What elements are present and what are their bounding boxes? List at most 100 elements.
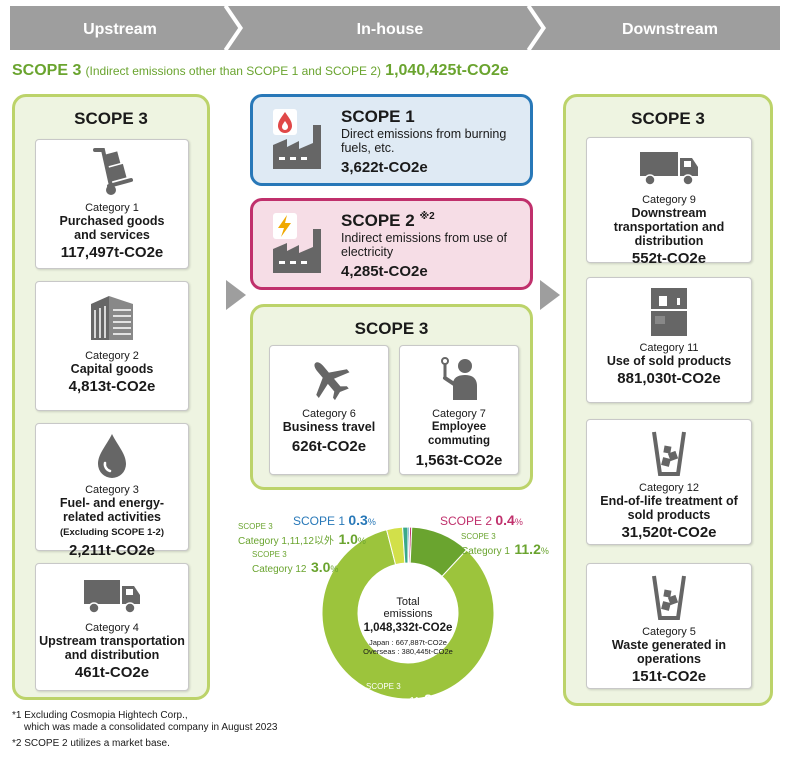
donut-overseas: Overseas : 380,445t-CO2e: [363, 647, 453, 656]
label-cat1-pre: SCOPE 3: [461, 532, 496, 541]
pct-suffix: %: [357, 536, 366, 546]
scope2-description: Indirect emissions from use of electrici…: [341, 231, 508, 259]
donut-japan: Japan : 667,887t-CO2e: [369, 638, 447, 647]
donut-center-total: 1,048,332t-CO2e: [363, 622, 453, 634]
waste-bin-icon: [652, 575, 686, 620]
category-value: 1,563t-CO2e: [415, 452, 503, 469]
category-value: 881,030t-CO2e: [617, 370, 721, 387]
category-7-card: Category 7 Employee commuting 1,563t-CO2…: [399, 345, 519, 475]
label-other-pct: 1.0: [338, 531, 358, 547]
scope3-label: SCOPE 3: [12, 62, 82, 79]
category-name: End-of-life treatment of sold products: [600, 494, 738, 522]
scope2-title: SCOPE 2 ※2: [341, 211, 435, 231]
commuter-icon: [441, 357, 477, 400]
value-chain-bar: Upstream In-house Downstream: [10, 6, 780, 50]
factory-flame-icon: [273, 109, 321, 169]
label-scope1: SCOPE 1 0.3%: [293, 512, 376, 528]
factory-lightning-icon: [273, 213, 321, 273]
category-name: Capital goods: [70, 362, 154, 376]
truck-icon: [640, 152, 698, 186]
category-3-card: Category 3 Fuel- and energy-related acti…: [35, 423, 189, 559]
pct-suffix: %: [540, 546, 549, 556]
hand-truck-icon: [93, 148, 133, 195]
category-name: Fuel- and energy-related activities (Exc…: [36, 496, 188, 540]
footnote-1: *1 Excluding Cosmopia Hightech Corp.,: [12, 710, 188, 721]
category-value: 4,813t-CO2e: [68, 378, 156, 395]
category-value: 151t-CO2e: [631, 668, 707, 685]
scope1-description: Direct emissions from burning fuels, etc…: [341, 127, 507, 155]
building-icon: [91, 296, 133, 340]
label-cat12: SCOPE 3 Category 12 3.0%: [252, 550, 338, 577]
category-label: Category 1: [85, 202, 139, 214]
label-other: SCOPE 3 Category 1,11,12以外 1.0%: [238, 522, 366, 549]
downstream-title: SCOPE 3: [631, 109, 705, 128]
scope2-footnote-mark: ※2: [419, 211, 435, 222]
scope1-box: SCOPE 1 Direct emissions from burning fu…: [250, 94, 533, 186]
label-cat11-name: Category 11: [366, 696, 420, 707]
category-name: Upstream transportation and distribution: [39, 634, 185, 662]
category-name: Use of sold products: [606, 354, 732, 368]
inhouse-scope3-box: SCOPE 3 Category 6 Business travel 626t-…: [250, 304, 533, 490]
upstream-column: SCOPE 3 Category 1 Purchased goods and s…: [12, 94, 210, 700]
category-1-card: Category 1 Purchased goods and services …: [35, 139, 189, 269]
label-scope2: SCOPE 2 0.4%: [440, 512, 523, 528]
stage-inhouse: In-house: [356, 21, 424, 38]
label-scope2-pct: 0.4: [495, 512, 515, 528]
label-cat11-pct: 84.0: [424, 691, 452, 707]
pct-suffix: %: [330, 564, 339, 574]
category-value: 626t-CO2e: [291, 438, 367, 455]
label-cat1-name: Category 1: [461, 546, 510, 557]
category-name: Downstream transportation and distributi…: [613, 206, 725, 248]
waste-bin-icon: [652, 431, 686, 476]
label-cat1: SCOPE 3 Category 1 11.2%: [461, 532, 549, 559]
scope3-description: (Indirect emissions other than SCOPE 1 a…: [85, 64, 381, 78]
category-4-card: Category 4 Upstream transportation and d…: [35, 563, 189, 691]
category-11-card: Category 11 Use of sold products 881,030…: [586, 277, 752, 403]
category-9-card: Category 9 Downstream transportation and…: [586, 137, 752, 267]
slice-other: [402, 526, 409, 564]
label-scope2-name: SCOPE 2: [440, 514, 493, 528]
donut-center: Total emissions 1,048,332t-CO2e Japan : …: [358, 596, 458, 656]
scope2-title-text: SCOPE 2: [341, 211, 415, 230]
category-label: Category 12: [639, 482, 699, 494]
chevron-shapes: [10, 6, 780, 50]
category-label: Category 7: [432, 408, 486, 420]
category-label: Category 9: [642, 194, 696, 206]
footnote-2: *2 SCOPE 2 utilizes a market base.: [12, 738, 170, 749]
category-value: 31,520t-CO2e: [621, 524, 717, 541]
label-cat12-pre: SCOPE 3: [252, 550, 287, 559]
label-cat1-pct: 11.2: [514, 541, 541, 557]
scope2-value: 4,285t-CO2e: [341, 263, 428, 280]
label-scope1-pct: 0.3: [348, 512, 368, 528]
category-value: 461t-CO2e: [74, 664, 150, 681]
category-value: 2,211t-CO2e: [69, 542, 155, 559]
label-scope1-name: SCOPE 1: [293, 514, 346, 528]
label-other-pre: SCOPE 3: [238, 522, 273, 531]
category-name: Purchased goods and services: [59, 214, 165, 242]
emissions-donut-chart: [321, 526, 495, 700]
arrow-right-icon: [226, 280, 246, 310]
donut-center-title: Total emissions: [383, 596, 433, 620]
category-name: Waste generated in operations: [611, 638, 727, 666]
arrow-right-icon: [540, 280, 560, 310]
category-label: Category 2: [85, 350, 139, 362]
pct-suffix: %: [514, 517, 523, 527]
stage-upstream: Upstream: [83, 21, 157, 38]
pct-suffix: %: [367, 517, 376, 527]
footnote-1-cont: which was made a consolidated company in…: [24, 722, 278, 733]
pct-suffix: %: [451, 696, 460, 706]
inhouse-scope3-title: SCOPE 3: [354, 319, 429, 338]
category-name: Business travel: [282, 420, 376, 434]
category-name-note: (Excluding SCOPE 1-2): [60, 527, 164, 538]
category-2-card: Category 2 Capital goods 4,813t-CO2e: [35, 281, 189, 411]
truck-icon: [84, 580, 140, 614]
category-name-text: Fuel- and energy-related activities: [59, 496, 165, 524]
label-cat11: SCOPE 3 Category 11 84.0%: [366, 682, 459, 709]
refrigerator-icon: [651, 288, 687, 336]
label-cat12-name: Category 12: [252, 564, 307, 575]
label-other-name: Category 1,11,12以外: [238, 536, 334, 547]
stage-downstream: Downstream: [621, 21, 719, 38]
category-label: Category 3: [85, 484, 139, 496]
category-5-card: Category 5 Waste generated in operations…: [586, 563, 752, 689]
category-label: Category 5: [642, 626, 696, 638]
